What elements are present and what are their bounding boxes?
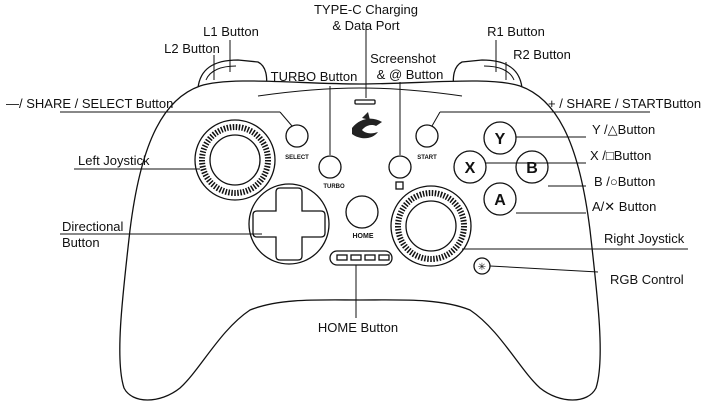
- rgb-icon: ✳: [478, 262, 486, 273]
- directional-label-line2: Button: [62, 235, 100, 250]
- leader-lines: [60, 24, 688, 318]
- b-face-button: B: [515, 150, 549, 184]
- screenshot-icon: [395, 181, 404, 190]
- right-joystick-label: Right Joystick: [604, 231, 685, 246]
- select-button: SELECT: [285, 124, 309, 161]
- select-text: SELECT: [285, 155, 309, 161]
- turbo-text: TURBO: [323, 184, 345, 190]
- left-joystick-label: Left Joystick: [78, 153, 150, 168]
- type-c-port: [354, 99, 376, 105]
- player-led-bar: [329, 250, 393, 266]
- r2-trigger: [483, 65, 515, 81]
- y-button-label: Y /△Button: [592, 122, 655, 137]
- l2-label: L2 Button: [164, 41, 220, 56]
- left-joystick: [194, 119, 276, 201]
- start-text: START: [417, 155, 437, 161]
- turbo-label: TURBO Button: [271, 69, 358, 84]
- l1-label: L1 Button: [203, 24, 259, 39]
- type-c-label-line1: TYPE-C Charging: [314, 2, 418, 17]
- home-button-label: HOME Button: [318, 320, 398, 335]
- l2-trigger: [205, 65, 237, 81]
- shark-logo: [352, 112, 382, 139]
- screenshot-button: [388, 155, 412, 190]
- a-button-label: A/✕ Button: [592, 199, 656, 214]
- home-button: HOME: [345, 195, 379, 240]
- directional-label-line1: Directional: [62, 219, 124, 234]
- rgb-control-label: RGB Control: [610, 272, 684, 287]
- a-face-letter: A: [494, 192, 506, 209]
- x-face-button: X: [453, 150, 487, 184]
- screenshot-label-line2: & @ Button: [377, 67, 444, 82]
- plus-share-start-label: + / SHARE / STARTButton: [548, 96, 701, 111]
- type-c-label-line2: & Data Port: [332, 18, 400, 33]
- b-face-letter: B: [526, 160, 538, 177]
- screenshot-label-line1: Screenshot: [370, 51, 436, 66]
- x-face-letter: X: [465, 160, 476, 177]
- y-face-letter: Y: [495, 131, 506, 148]
- b-button-label: B /○Button: [594, 174, 655, 189]
- r1-label: R1 Button: [487, 24, 545, 39]
- callout-labels: TYPE-C Charging & Data Port L1 Button L2…: [6, 2, 701, 335]
- turbo-button: TURBO: [318, 155, 345, 190]
- controller-body: [119, 59, 601, 401]
- home-text: HOME: [353, 233, 374, 240]
- top-ridge: [257, 87, 463, 97]
- minus-share-select-label: —/ SHARE / SELECT Button: [6, 96, 173, 111]
- y-face-button: Y: [483, 121, 517, 155]
- rgb-control-button: ✳: [473, 257, 491, 275]
- a-face-button: A: [483, 182, 517, 216]
- right-joystick: [390, 185, 472, 267]
- start-button: START: [415, 124, 439, 161]
- r2-label: R2 Button: [513, 47, 571, 62]
- directional-pad: [248, 183, 330, 265]
- x-button-label: X /□Button: [590, 148, 651, 163]
